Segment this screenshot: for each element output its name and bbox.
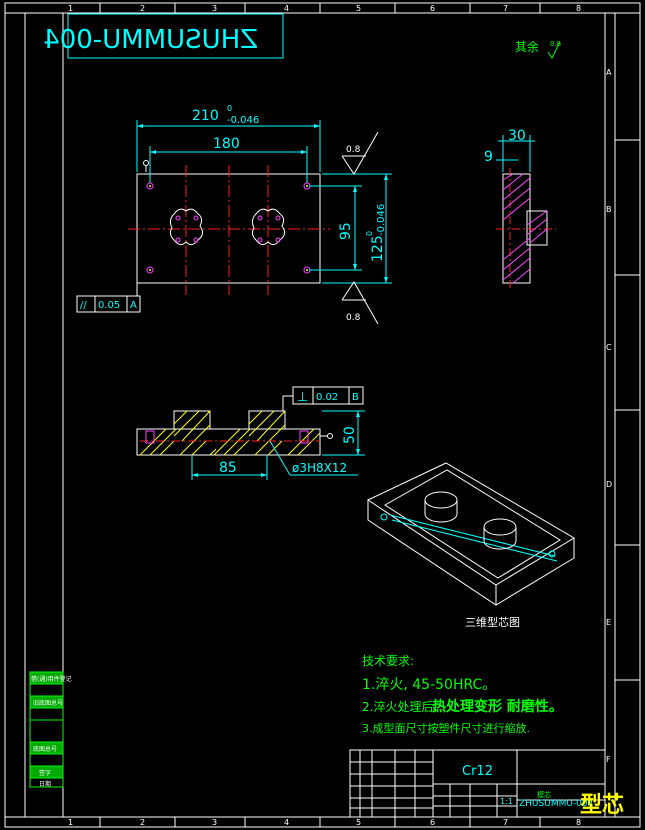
outer-border: [4, 2, 641, 828]
col-bottom-2: 2: [140, 818, 145, 827]
section-view: ⊥ 0.02 B 50 85 ø3H8X12: [136, 386, 365, 480]
drawing-number-box: [67, 13, 284, 59]
row-f: F: [606, 755, 611, 764]
row-a: A: [606, 68, 612, 77]
row-markers: A B C D E F: [606, 68, 640, 764]
title-scale: 1:1: [500, 797, 513, 806]
tech-line-2-bold: 热处理变形 耐磨性。: [432, 698, 563, 715]
watermark: 型芯: [580, 793, 624, 818]
left-info-strip: 借(通)用件登记 旧底图总号 底图总号 签字 日期: [29, 671, 72, 788]
perp-symbol: ⊥: [297, 390, 308, 405]
title-block: Cr12 模芯 ZHUSUMMU-004 1:1: [349, 749, 606, 818]
roughness-note-value: 0.8: [550, 40, 561, 48]
perp-value: 0.02: [316, 392, 338, 403]
dim-width-tol-upper: 0: [365, 231, 374, 236]
dim-width-tol-lower: -0.046: [376, 204, 387, 236]
tech-requirements: 技术要求: 1.淬火, 45-50HRC。 2.淬火处理后, 热处理变形 耐磨性…: [362, 654, 563, 735]
roughness-top: 0.8: [346, 145, 361, 155]
dim-hole-spacing-v: 95: [338, 222, 354, 240]
top-view: [128, 165, 330, 295]
tech-line-2-prefix: 2.淬火处理后,: [362, 699, 437, 714]
row-e: E: [606, 618, 611, 627]
col-bottom-4: 4: [284, 818, 289, 827]
col-bottom-6: 6: [430, 818, 435, 827]
row-c: C: [606, 343, 612, 352]
section-dim-85: 85: [219, 460, 237, 476]
tech-line-1: 1.淬火, 45-50HRC。: [362, 677, 496, 693]
roughness-symbol-top: [341, 131, 379, 175]
strip-label-2: 旧底图总号: [33, 699, 63, 707]
dim-length-tol-lower: -0.046: [227, 115, 259, 126]
perp-datum: B: [352, 392, 359, 403]
col-top-8: 8: [576, 4, 581, 13]
roughness-note-label: 其余: [515, 39, 539, 54]
col-bottom-3: 3: [212, 818, 217, 827]
col-top-1: 1: [68, 4, 73, 13]
tech-title: 技术要求:: [362, 654, 414, 668]
parallelism-datum: A: [130, 300, 137, 311]
row-d: D: [606, 480, 612, 489]
title-drawing-no: ZHUSUMMU-004: [519, 799, 594, 809]
roughness-symbol-bottom: [341, 281, 379, 325]
tech-line-3: 3.成型面尺寸按塑件尺寸进行缩放.: [362, 721, 530, 735]
side-view: 30 9: [484, 128, 556, 290]
top-view-dimensions: 210 0 -0.046 180 125 0 -0.046 95 0.8 0.8: [76, 104, 392, 325]
parallelism-frame: [76, 295, 141, 313]
roughness-note-symbol: [547, 41, 561, 59]
col-top-7: 7: [503, 4, 508, 13]
hole-callout: ø3H8X12: [292, 461, 347, 475]
parallelism-symbol: //: [80, 300, 87, 311]
col-top-4: 4: [284, 4, 289, 13]
side-dim-offset: 9: [484, 149, 493, 165]
strip-label-4: 签字: [39, 769, 51, 777]
dim-length-tol-upper: 0: [227, 104, 232, 113]
dim-length: 210: [192, 108, 219, 124]
col-bottom-1: 1: [68, 818, 73, 827]
strip-label-3: 底图总号: [33, 745, 57, 753]
title-small-label: 模芯: [537, 790, 551, 799]
roughness-bottom: 0.8: [346, 313, 361, 323]
col-bottom-5: 5: [356, 818, 361, 827]
col-bottom-7: 7: [503, 818, 508, 827]
col-bottom-8: 8: [576, 818, 581, 827]
col-top-5: 5: [356, 4, 361, 13]
iso-caption: 三维型芯图: [465, 615, 520, 629]
strip-label-5: 日期: [39, 780, 51, 788]
perp-frame: [292, 386, 364, 405]
isometric-view: [366, 462, 575, 606]
strip-label-1: 借(通)用件登记: [31, 675, 72, 683]
column-markers: 1 2 3 4 5 6 7 8 1 2 3 4 5 6 7 8: [68, 3, 581, 827]
col-top-2: 2: [140, 4, 145, 13]
pin-hole-bl: [146, 266, 154, 274]
dim-width: 125: [370, 235, 386, 262]
side-dim-width: 30: [508, 128, 526, 144]
col-top-6: 6: [430, 4, 435, 13]
col-top-3: 3: [212, 4, 217, 13]
title-material: Cr12: [462, 764, 493, 779]
drawing-number-mirrored: ZHUSUMMU-004: [43, 25, 258, 55]
parallelism-value: 0.05: [98, 300, 120, 311]
dim-hole-spacing: 180: [213, 136, 240, 152]
row-b: B: [606, 205, 612, 214]
section-dim-height: 50: [342, 426, 358, 444]
